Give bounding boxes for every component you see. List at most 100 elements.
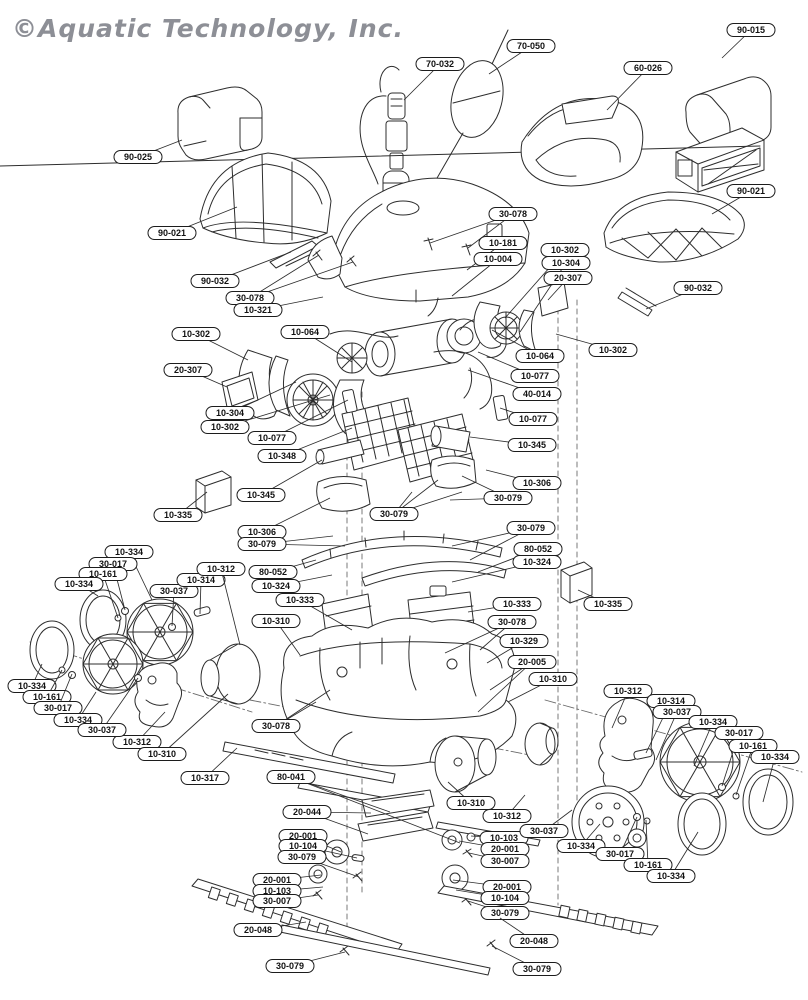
top-shell-left-art	[199, 152, 332, 245]
part-label: 10-329	[486, 634, 549, 664]
part-label: 80-052	[477, 542, 563, 573]
svg-text:70-032: 70-032	[426, 59, 454, 69]
part-label: 10-077	[477, 351, 560, 383]
svg-text:10-302: 10-302	[211, 422, 239, 432]
part-label: 40-014	[467, 369, 562, 401]
main-body-art	[280, 617, 517, 767]
part-label: 10-310	[507, 672, 578, 703]
part-label: 10-310	[137, 693, 229, 761]
svg-text:10-064: 10-064	[526, 351, 554, 361]
part-label: 10-304	[205, 381, 297, 420]
part-label: 20-048	[499, 917, 559, 948]
part-label: 70-050	[488, 39, 556, 75]
part-label: 90-032	[190, 251, 292, 288]
screws-top-art	[312, 237, 472, 267]
svg-text:10-077: 10-077	[521, 371, 549, 381]
right-wheel-cluster-art	[571, 697, 794, 859]
svg-text:10-302: 10-302	[182, 329, 210, 339]
svg-text:10-324: 10-324	[262, 581, 290, 591]
part-label: 30-079	[265, 951, 346, 973]
part-label: 30-017	[33, 673, 83, 715]
svg-text:30-007: 30-007	[263, 896, 291, 906]
svg-text:10-334: 10-334	[657, 871, 685, 881]
svg-text:90-032: 90-032	[684, 283, 712, 293]
svg-text:30-079: 30-079	[491, 908, 519, 918]
part-label: 10-324	[451, 555, 562, 583]
svg-text:80-041: 80-041	[277, 772, 305, 782]
part-label: 30-079	[451, 521, 556, 561]
svg-text:30-037: 30-037	[160, 586, 188, 596]
part-label: 30-079	[369, 479, 463, 521]
svg-text:10-312: 10-312	[207, 564, 235, 574]
part-label: 30-007	[468, 852, 530, 868]
svg-text:10-333: 10-333	[286, 595, 314, 605]
part-label: 90-021	[147, 206, 238, 240]
svg-text:30-078: 30-078	[236, 293, 264, 303]
part-label: 10-161	[22, 669, 72, 704]
svg-text:10-329: 10-329	[510, 636, 538, 646]
part-label: 90-021	[711, 184, 776, 215]
part-label: 10-004	[451, 252, 523, 297]
part-label: 10-345	[469, 436, 557, 452]
svg-text:10-306: 10-306	[248, 527, 276, 537]
part-label: 10-077	[499, 407, 558, 426]
part-label: 10-324	[251, 574, 333, 593]
part-label: 90-025	[113, 139, 183, 164]
svg-text:20-307: 20-307	[554, 273, 582, 283]
svg-text:30-079: 30-079	[276, 961, 304, 971]
svg-text:10-310: 10-310	[539, 674, 567, 684]
part-label: 10-334	[750, 750, 800, 803]
part-label: 10-312	[196, 562, 246, 646]
part-label: 10-334	[646, 831, 699, 883]
top-rails-art	[301, 530, 507, 587]
part-label: 10-321	[233, 296, 324, 317]
part-label: 30-017	[595, 816, 645, 861]
svg-text:30-078: 30-078	[499, 209, 527, 219]
power-supply-left-art	[177, 86, 263, 161]
part-label: 10-334	[556, 823, 606, 853]
svg-text:30-037: 30-037	[88, 725, 116, 735]
part-label: 10-345	[236, 459, 323, 502]
part-label: 30-037	[652, 705, 702, 761]
svg-text:10-334: 10-334	[761, 752, 789, 762]
svg-text:20-001: 20-001	[493, 882, 521, 892]
part-label: 30-079	[277, 850, 360, 878]
part-label: 90-015	[721, 23, 776, 59]
svg-text:10-161: 10-161	[89, 569, 117, 579]
svg-text:10-161: 10-161	[739, 741, 767, 751]
part-label: 10-334	[688, 715, 738, 767]
svg-text:30-017: 30-017	[606, 849, 634, 859]
svg-text:30-078: 30-078	[498, 617, 526, 627]
svg-text:10-312: 10-312	[123, 737, 151, 747]
part-label: 10-302	[200, 394, 331, 434]
svg-text:30-017: 30-017	[44, 703, 72, 713]
part-label: 30-078	[429, 207, 538, 249]
part-label: 30-079	[491, 945, 562, 976]
svg-text:30-079: 30-079	[380, 509, 408, 519]
part-label: 30-037	[519, 809, 573, 838]
part-label: 10-312	[112, 711, 166, 749]
svg-text:80-052: 80-052	[524, 544, 552, 554]
svg-text:10-077: 10-077	[519, 414, 547, 424]
part-label: 10-334	[54, 577, 104, 597]
svg-text:90-015: 90-015	[737, 25, 765, 35]
part-label: 20-307	[163, 363, 228, 388]
part-label: 20-001	[458, 840, 530, 856]
svg-text:10-345: 10-345	[247, 490, 275, 500]
part-label: 10-302	[171, 327, 249, 361]
part-label: 30-078	[251, 689, 331, 733]
svg-text:10-348: 10-348	[268, 451, 296, 461]
svg-text:20-048: 20-048	[520, 936, 548, 946]
part-label: 20-001	[252, 873, 322, 887]
part-label: 20-001	[452, 879, 532, 894]
svg-text:10-312: 10-312	[614, 686, 642, 696]
part-label: 20-048	[233, 921, 307, 937]
part-label: 30-078	[444, 615, 537, 654]
part-label: 30-079	[237, 535, 346, 551]
part-label: 10-161	[623, 819, 673, 872]
svg-text:10-161: 10-161	[33, 692, 61, 702]
svg-text:30-007: 30-007	[491, 856, 519, 866]
pump-motor-art	[336, 318, 482, 377]
svg-text:10-324: 10-324	[523, 557, 551, 567]
part-label: 20-044	[282, 805, 372, 835]
